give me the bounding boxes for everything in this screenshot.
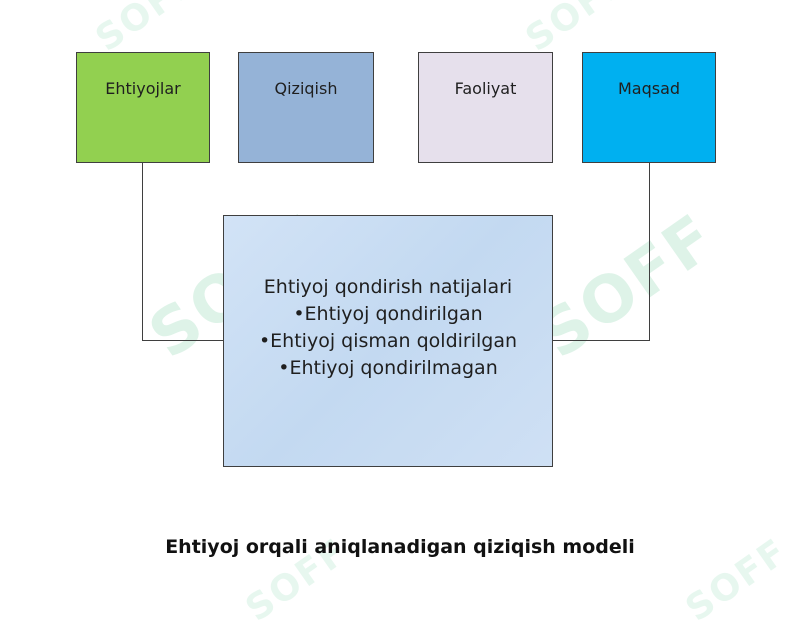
box-label: Ehtiyojlar — [105, 79, 181, 98]
box-ehtiyojlar: Ehtiyojlar — [76, 52, 210, 163]
result-item: •Ehtiyoj qisman qoldirilgan — [258, 330, 518, 352]
result-item: •Ehtiyoj qondirilgan — [293, 303, 483, 325]
box-label: Maqsad — [617, 79, 681, 98]
box-qiziqish: Qiziqish — [238, 52, 374, 163]
watermark: SOFF — [526, 200, 730, 374]
box-faoliyat: Faoliyat — [418, 52, 553, 163]
watermark: SOFF — [88, 0, 206, 60]
watermark: SOFF — [518, 0, 636, 60]
diagram-caption: Ehtiyoj orqali aniqlanadigan qiziqish mo… — [165, 536, 635, 558]
result-title: Ehtiyoj qondirish natijalari — [263, 276, 513, 298]
result-item: •Ehtiyoj qondirilmagan — [278, 357, 498, 379]
box-label: Faoliyat — [454, 79, 517, 98]
connector-right-vertical — [649, 163, 650, 341]
box-label: Qiziqish — [274, 79, 338, 98]
connector-right-horizontal — [553, 340, 650, 341]
connector-left-horizontal — [142, 340, 223, 341]
box-maqsad: Maqsad — [582, 52, 716, 163]
result-box: Ehtiyoj qondirish natijalari •Ehtiyoj qo… — [223, 215, 553, 467]
connector-left-vertical — [142, 163, 143, 341]
